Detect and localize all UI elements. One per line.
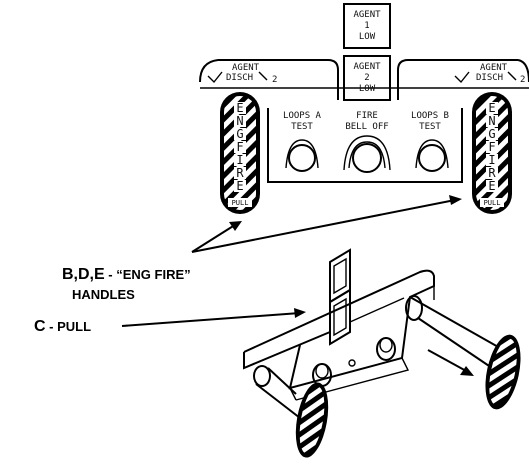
left-handle-grip	[295, 382, 329, 458]
right-discharge-arrow-icon	[454, 71, 470, 84]
fire-control-panel: AGENT 1 LOW AGENT 2 LOW AGENT DISCH 2 AG…	[199, 3, 529, 214]
handle-letter-background	[234, 102, 246, 114]
loops-a-test-button[interactable]	[285, 139, 319, 172]
svg-text:LOW: LOW	[359, 32, 376, 42]
loops-a-test-label: LOOPS A	[283, 111, 322, 121]
handle-letter: N	[488, 114, 495, 128]
handle-letter: I	[236, 153, 243, 167]
handle-letter: E	[236, 179, 243, 193]
handle-letter-background	[486, 154, 498, 166]
handle-letter: G	[236, 127, 243, 141]
bde-callout-label: B,D,E - “ENG FIRE”	[62, 266, 191, 283]
handle-letter-background	[486, 102, 498, 114]
handle-letter: E	[236, 101, 243, 115]
handle-letter-background	[486, 115, 498, 127]
c-callout-label: C - PULL	[34, 318, 91, 335]
c-callout-arrow	[121, 308, 306, 327]
handle-letter-background	[486, 180, 498, 192]
svg-text:DISCH: DISCH	[476, 73, 503, 83]
handle-letter-background	[234, 154, 246, 166]
handle-letter-background	[234, 167, 246, 179]
handle-letter: E	[488, 179, 495, 193]
handle-letter-background	[234, 115, 246, 127]
lower-flag-plate	[329, 288, 351, 346]
bde-callout-label-2: HANDLES	[72, 287, 135, 302]
svg-text:LOW: LOW	[359, 84, 376, 94]
left-handle-pull-label: PULL	[232, 199, 249, 207]
agent-2-low-light	[343, 55, 391, 101]
loops-b-test-label: LOOPS B	[411, 111, 449, 121]
pull-direction-arrow	[427, 349, 474, 376]
svg-text:2: 2	[520, 75, 525, 85]
left-agent-disch-label: AGENT	[232, 63, 260, 73]
handle-letter: G	[488, 127, 495, 141]
right-handle-pull-label: PULL	[484, 199, 501, 207]
panel-top-outline	[218, 59, 518, 100]
fire-bell-off-label: FIRE	[356, 111, 378, 121]
panel-lower-outline	[267, 108, 463, 183]
handle-letter: F	[488, 140, 495, 154]
handle-letter: R	[236, 166, 244, 180]
handle-letter-background	[486, 167, 498, 179]
right-agent-disch-label: AGENT	[480, 63, 508, 73]
svg-text:2: 2	[272, 75, 277, 85]
handle-letter-background	[486, 141, 498, 153]
left-shaft	[267, 367, 297, 395]
right-handle-grip	[485, 334, 521, 410]
handle-letter: I	[488, 153, 495, 167]
svg-text:TEST: TEST	[419, 122, 441, 132]
handle-mechanism-illustration	[243, 248, 521, 458]
bde-callout-arrows	[191, 195, 462, 253]
left-discharge-arrow-right-icon	[258, 71, 268, 81]
mechanism-bolt	[376, 337, 396, 361]
right-discharge-arrow-right-icon	[507, 71, 517, 81]
handle-letter: E	[488, 101, 495, 115]
loops-b-test-button[interactable]	[415, 139, 449, 172]
handle-letter: F	[236, 140, 243, 154]
agent-2-low-label: AGENT	[353, 62, 381, 72]
right-shaft	[409, 296, 501, 349]
handle-letter-background	[234, 141, 246, 153]
svg-text:2: 2	[364, 73, 369, 83]
svg-text:BELL OFF: BELL OFF	[345, 122, 388, 132]
left-discharge-arrow-icon	[207, 71, 223, 84]
upper-flag-plate	[329, 248, 351, 304]
mechanism-bar-top	[243, 269, 435, 353]
handle-letter: R	[488, 166, 496, 180]
agent-1-low-label: AGENT	[353, 10, 381, 20]
handle-letter: N	[236, 114, 243, 128]
fire-bell-off-button[interactable]	[343, 135, 391, 173]
svg-text:1: 1	[364, 21, 369, 31]
mechanism-bolt	[312, 363, 332, 387]
agent-1-low-light	[343, 3, 391, 49]
handle-letter-background	[486, 128, 498, 140]
handle-letter-background	[234, 180, 246, 192]
svg-text:DISCH: DISCH	[226, 73, 253, 83]
handle-letter-background	[234, 128, 246, 140]
svg-text:TEST: TEST	[291, 122, 313, 132]
mechanism-lower-body	[288, 311, 409, 390]
